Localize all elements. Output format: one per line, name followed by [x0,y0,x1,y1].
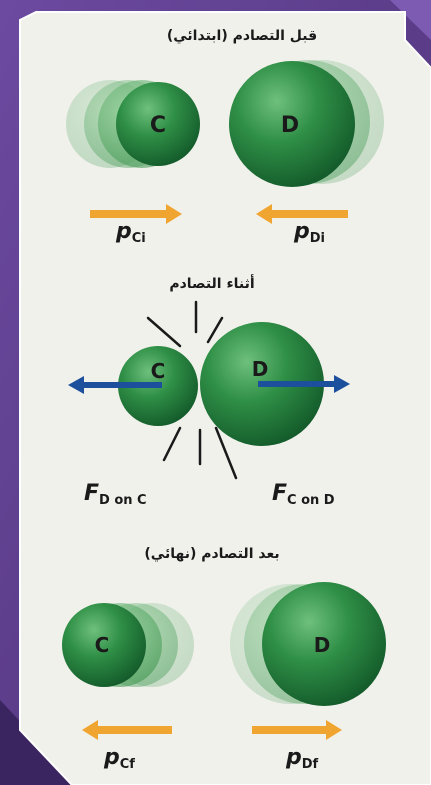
momentum-label-c-final: pCf [103,745,135,772]
ball-d-label: D [252,357,269,381]
before-title: قبل التصادم (ابتدائي) [167,28,317,44]
momentum-label-d-initial: pDi [293,219,325,246]
impact-lines [146,300,238,480]
during-title: أثناء التصادم [169,274,254,292]
momentum-arrow-d-initial [256,204,348,224]
ball-d [229,61,355,187]
ball-c [62,603,146,687]
force-arrow-on-d [258,375,350,393]
ball-d-label: D [281,113,299,138]
frame-top-right-accent [390,0,431,40]
ball-c [116,82,200,166]
section-after: بعد التصادم (نهائي) C D pCf pDf [62,546,386,772]
ball-c-label: C [150,113,166,138]
ball-c-label: C [95,633,110,657]
section-before: قبل التصادم (ابتدائي) C D pCi pDi [66,28,384,246]
force-label-on-d: FC on D [272,481,335,508]
force-label-on-c: FD on C [84,481,147,508]
ball-d [262,582,386,706]
momentum-arrow-d-final [252,720,342,740]
ball-d-label: D [314,633,331,657]
momentum-label-d-final: pDf [285,745,319,772]
ball-c-label: C [151,359,166,383]
force-arrow-on-c [68,376,162,394]
momentum-arrow-c-initial [90,204,182,224]
momentum-arrow-c-final [82,720,172,740]
after-title: بعد التصادم (نهائي) [144,546,279,562]
momentum-label-c-initial: pCi [115,219,146,246]
section-during: أثناء التصادم C D FD on C FC on D [68,274,350,508]
